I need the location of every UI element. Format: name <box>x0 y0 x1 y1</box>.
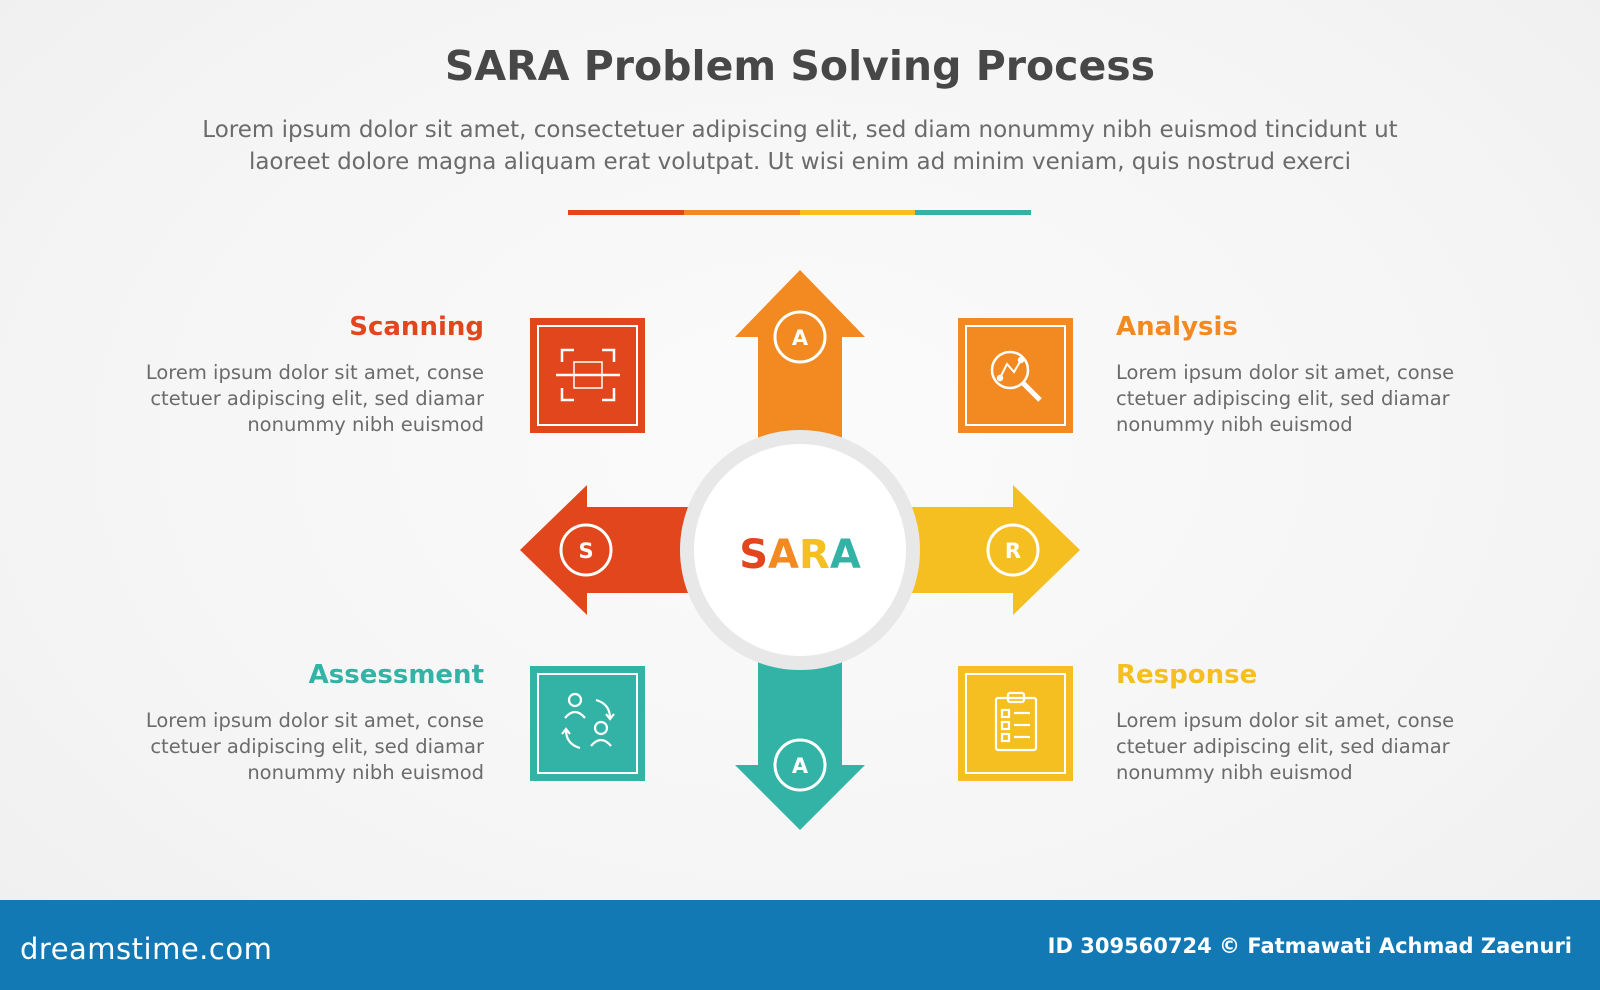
arrow-left-scanning: S <box>520 485 690 615</box>
analysis-title: Analysis <box>1116 312 1238 342</box>
scanning-desc-line-1: Lorem ipsum dolor sit amet, conse <box>145 361 484 384</box>
divider-segment-assessment <box>915 210 1031 215</box>
subtitle-line-2: laoreet dolore magna aliquam erat volutp… <box>248 149 1352 175</box>
arrow-down-assessment: A <box>735 660 865 830</box>
center-label: SARA <box>739 532 861 578</box>
clipboard-checklist-icon <box>994 691 1038 752</box>
assessment-description: Lorem ipsum dolor sit amet, conse ctetue… <box>104 708 484 786</box>
assessment-icon-box <box>530 666 645 781</box>
arrow-right-response: R <box>910 485 1080 615</box>
scanning-description: Lorem ipsum dolor sit amet, conse ctetue… <box>104 360 484 438</box>
color-divider <box>568 210 1031 215</box>
assessment-desc-line-2: ctetuer adipiscing elit, sed diamar <box>150 735 484 758</box>
assessment-title: Assessment <box>308 660 484 690</box>
subtitle-line-1: Lorem ipsum dolor sit amet, consectetuer… <box>202 117 1398 143</box>
center-letter-r: R <box>799 532 830 578</box>
scan-frame-icon <box>556 348 620 402</box>
response-description: Lorem ipsum dolor sit amet, conse ctetue… <box>1116 708 1496 786</box>
assessment-desc-line-1: Lorem ipsum dolor sit amet, conse <box>145 709 484 732</box>
footer-credit: ID 309560724 © Fatmawati Achmad Zaenuri <box>1047 934 1572 958</box>
analysis-desc-line-3: nonummy nibh euismod <box>1116 413 1353 436</box>
analysis-desc-line-2: ctetuer adipiscing elit, sed diamar <box>1116 387 1450 410</box>
response-title: Response <box>1116 660 1258 690</box>
divider-segment-scanning <box>568 210 684 215</box>
page-title: SARA Problem Solving Process <box>444 42 1156 90</box>
page-subtitle: Lorem ipsum dolor sit amet, consectetuer… <box>120 114 1480 178</box>
arrow-up-letter: A <box>792 326 809 350</box>
response-desc-line-1: Lorem ipsum dolor sit amet, conse <box>1116 709 1455 732</box>
analysis-description: Lorem ipsum dolor sit amet, conse ctetue… <box>1116 360 1496 438</box>
response-icon-box <box>958 666 1073 781</box>
scanning-desc-line-2: ctetuer adipiscing elit, sed diamar <box>150 387 484 410</box>
arrow-up-analysis: A <box>735 270 865 440</box>
footer-banner: dreamstime.com ID 309560724 © Fatmawati … <box>0 900 1600 990</box>
arrow-right-letter: R <box>1005 539 1021 563</box>
analysis-desc-line-1: Lorem ipsum dolor sit amet, conse <box>1116 361 1455 384</box>
center-letter-a1: A <box>768 532 799 578</box>
analysis-icon-box <box>958 318 1073 433</box>
response-desc-line-2: ctetuer adipiscing elit, sed diamar <box>1116 735 1450 758</box>
sara-diagram: A S R A SARA <box>520 270 1080 830</box>
assessment-desc-line-3: nonummy nibh euismod <box>247 761 484 784</box>
scanning-icon-box <box>530 318 645 433</box>
center-circle: SARA <box>680 430 920 670</box>
center-letter-a2: A <box>830 532 861 578</box>
divider-segment-analysis <box>683 210 800 215</box>
divider-segment-response <box>799 210 916 215</box>
arrow-left-letter: S <box>578 539 593 563</box>
arrow-down-letter: A <box>792 754 809 778</box>
center-letter-s: S <box>739 532 768 578</box>
response-desc-line-3: nonummy nibh euismod <box>1116 761 1353 784</box>
scanning-desc-line-3: nonummy nibh euismod <box>247 413 484 436</box>
users-cycle-icon <box>561 692 615 750</box>
magnifier-chart-icon <box>990 350 1042 402</box>
footer-logo[interactable]: dreamstime.com <box>20 932 273 966</box>
scanning-title: Scanning <box>349 312 484 342</box>
